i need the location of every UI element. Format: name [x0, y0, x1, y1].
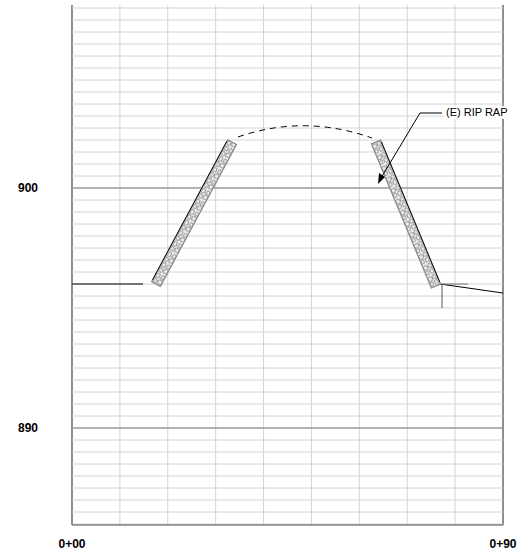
existing-crest — [238, 126, 372, 138]
grid — [72, 5, 503, 525]
elevation-label: 890 — [18, 422, 38, 434]
station-label: 0+00 — [58, 538, 85, 550]
ground-line — [72, 284, 143, 285]
elevation-label: 900 — [18, 182, 38, 194]
rip-rap-right — [371, 140, 440, 288]
leader-line — [420, 113, 442, 114]
station-label: 0+90 — [489, 538, 516, 550]
callout-label: (E) RIP RAP — [444, 106, 510, 119]
tick-mark — [442, 284, 468, 285]
leader-line — [381, 113, 420, 178]
arrowhead — [378, 173, 385, 184]
ground-line — [440, 284, 503, 293]
rip-rap-left — [152, 140, 237, 287]
tick-mark — [442, 284, 443, 308]
